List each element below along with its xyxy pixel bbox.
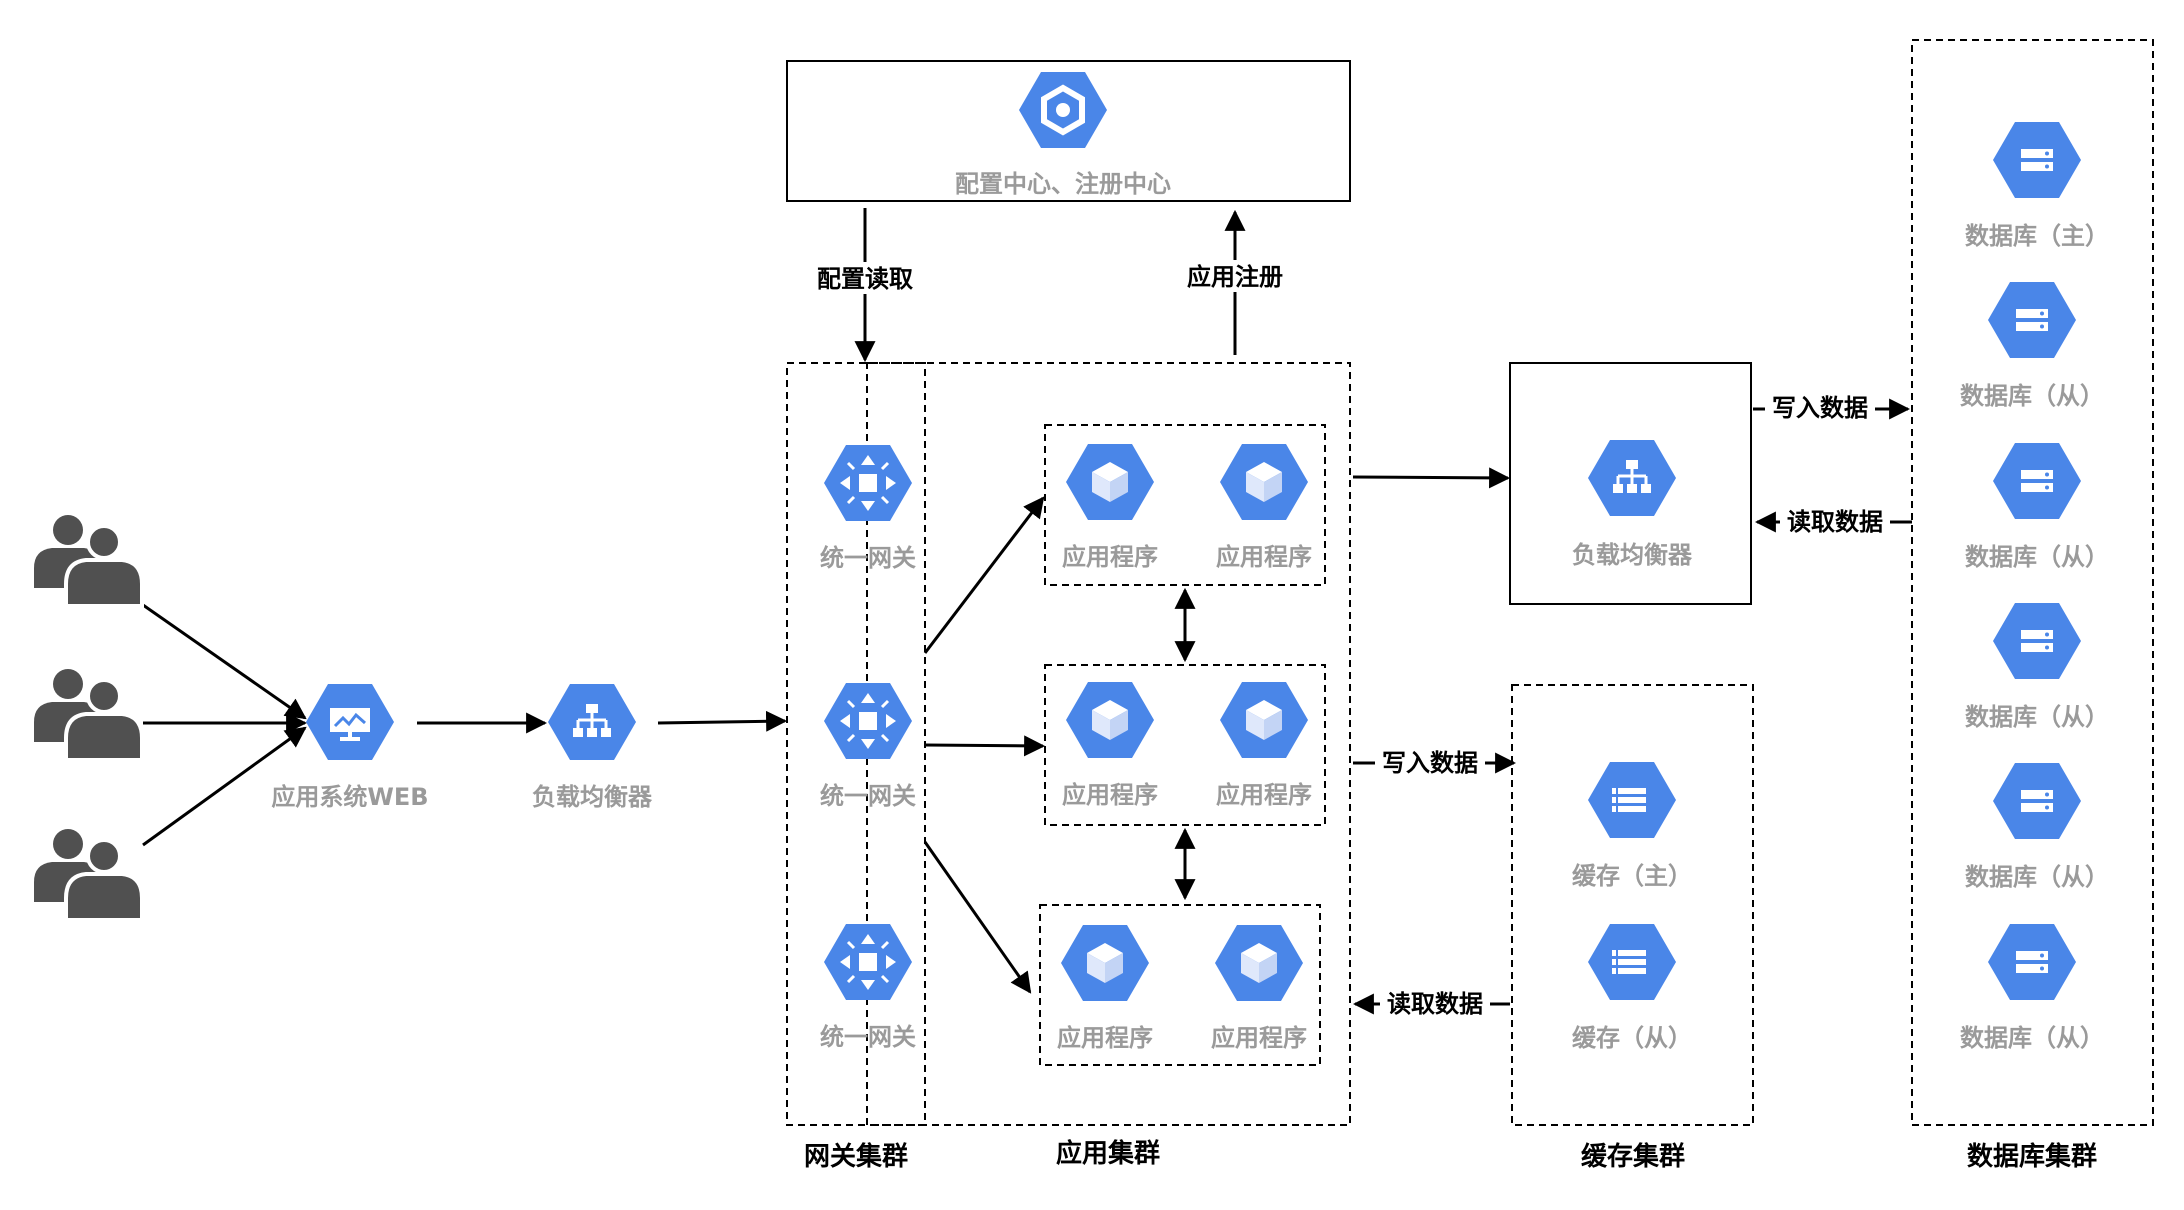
db-node: 数据库（主）: [1965, 122, 2109, 250]
svg-text:配置中心、注册中心: 配置中心、注册中心: [955, 170, 1171, 198]
app-node: 应用程序: [1216, 682, 1312, 809]
users-icon: [32, 827, 144, 922]
cube-icon: [1061, 925, 1149, 1001]
cube-icon: [1066, 682, 1154, 758]
svg-text:写入数据: 写入数据: [1772, 394, 1868, 422]
db-node: 数据库（从）: [1960, 924, 2104, 1052]
database-icon: [1993, 763, 2081, 839]
cube-icon: [1215, 925, 1303, 1001]
app-node: 应用程序: [1062, 682, 1158, 809]
label-read-data-cache: 读取数据: [1380, 988, 1490, 1020]
gateway-node: 统一网关: [820, 924, 916, 1051]
svg-text:读取数据: 读取数据: [1787, 508, 1883, 536]
svg-text:数据库（主）: 数据库（主）: [1965, 222, 2109, 250]
db-cluster-title: 数据库集群: [1967, 1141, 2097, 1172]
svg-text:应用程序: 应用程序: [1062, 781, 1158, 809]
label-app-register: 应用注册: [1185, 260, 1285, 292]
svg-text:应用程序: 应用程序: [1062, 543, 1158, 571]
db-cluster-box: [1911, 39, 2154, 1126]
svg-text:应用程序: 应用程序: [1216, 543, 1312, 571]
load-balancer-icon: [548, 684, 636, 760]
svg-text:数据库（从）: 数据库（从）: [1965, 543, 2109, 571]
app-node: 应用程序: [1216, 444, 1312, 571]
svg-text:数据库（从）: 数据库（从）: [1965, 703, 2109, 731]
edge-lb-gateway: [657, 710, 788, 732]
svg-text:缓存（从）: 缓存（从）: [1572, 1024, 1692, 1052]
app-group-2-box: [1044, 664, 1326, 826]
gateway-cluster-title: 网关集群: [804, 1141, 908, 1172]
gateway-node: 统一网关: [820, 445, 916, 572]
gateway-icon: [824, 924, 912, 1000]
gateway-cluster-box: [786, 362, 926, 1126]
label-write-data-cache: 写入数据: [1375, 747, 1485, 779]
cache-icon: [1588, 924, 1676, 1000]
app-group-3-box: [1039, 904, 1321, 1066]
web-app-node: 应用系统WEB: [271, 684, 429, 811]
edge-gw-group2: [924, 735, 1046, 757]
svg-text:应用程序: 应用程序: [1057, 1024, 1153, 1052]
label-read-data-db: 读取数据: [1780, 506, 1890, 538]
svg-text:负载均衡器: 负载均衡器: [532, 783, 653, 811]
svg-text:统一网关: 统一网关: [820, 782, 916, 810]
svg-text:负载均衡器: 负载均衡器: [1572, 541, 1693, 569]
app-node: 应用程序: [1057, 925, 1153, 1052]
edge-user3-web: [142, 726, 307, 847]
cube-icon: [1220, 444, 1308, 520]
app-node: 应用程序: [1211, 925, 1307, 1052]
svg-text:数据库（从）: 数据库（从）: [1960, 382, 2104, 410]
db-node: 数据库（从）: [1965, 603, 2109, 731]
database-icon: [1993, 443, 2081, 519]
cache-cluster-title: 缓存集群: [1581, 1141, 1685, 1172]
app-node: 应用程序: [1062, 444, 1158, 571]
svg-text:数据库（从）: 数据库（从）: [1965, 863, 2109, 891]
database-icon: [1988, 282, 2076, 358]
label-write-data-db: 写入数据: [1765, 392, 1875, 424]
svg-text:应用系统WEB: 应用系统WEB: [271, 783, 428, 811]
gateway-node: 统一网关: [820, 683, 916, 810]
db-node: 数据库（从）: [1965, 443, 2109, 571]
db-node: 数据库（从）: [1965, 763, 2109, 891]
svg-text:读取数据: 读取数据: [1387, 990, 1483, 1018]
app-cluster-box: [866, 362, 1351, 1126]
cache-cluster-box: [1511, 684, 1754, 1126]
svg-text:配置读取: 配置读取: [817, 265, 913, 293]
gateway-icon: [824, 683, 912, 759]
cube-icon: [1066, 444, 1154, 520]
edge-gw-group1: [923, 496, 1045, 654]
edge-gw-group3: [923, 841, 1032, 994]
svg-text:应用注册: 应用注册: [1187, 263, 1283, 291]
label-config-read: 配置读取: [815, 262, 915, 294]
svg-text:数据库（从）: 数据库（从）: [1960, 1024, 2104, 1052]
config-center-node: 配置中心、注册中心: [955, 72, 1171, 198]
cache-node: 缓存（主）: [1572, 762, 1692, 890]
database-icon: [1993, 122, 2081, 198]
db-node: 数据库（从）: [1960, 282, 2104, 410]
svg-text:应用程序: 应用程序: [1216, 781, 1312, 809]
database-icon: [1993, 603, 2081, 679]
cube-icon: [1220, 682, 1308, 758]
svg-text:写入数据: 写入数据: [1382, 749, 1478, 777]
edge-app-dblb: [1352, 467, 1511, 489]
cache-node: 缓存（从）: [1572, 924, 1692, 1052]
app-cluster-title: 应用集群: [1056, 1138, 1160, 1169]
users-icon: [32, 667, 144, 762]
db-lb-node: 负载均衡器: [1572, 440, 1693, 569]
cache-icon: [1588, 762, 1676, 838]
svg-text:统一网关: 统一网关: [820, 1023, 916, 1051]
front-lb-node: 负载均衡器: [532, 684, 653, 811]
monitor-icon: [306, 684, 394, 760]
gateway-icon: [824, 445, 912, 521]
users-icon: [32, 513, 144, 608]
edge-user1-web: [142, 603, 307, 720]
database-icon: [1988, 924, 2076, 1000]
svg-text:统一网关: 统一网关: [820, 544, 916, 572]
svg-text:应用程序: 应用程序: [1211, 1024, 1307, 1052]
svg-text:缓存（主）: 缓存（主）: [1572, 862, 1692, 890]
app-group-1-box: [1044, 424, 1326, 586]
